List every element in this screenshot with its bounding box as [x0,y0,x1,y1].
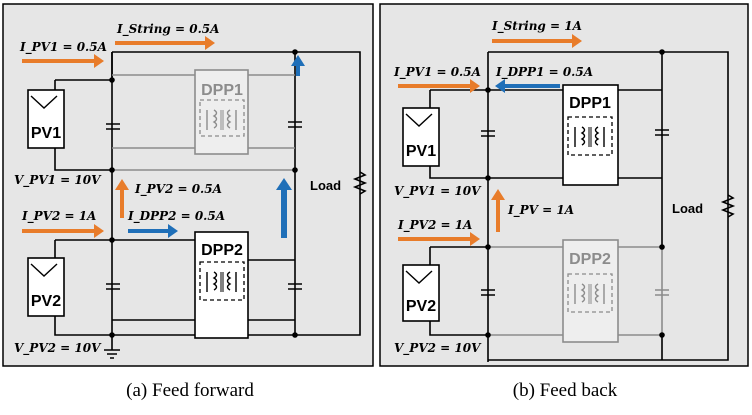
i-pv-label-b: I_PV = 1A [507,203,574,218]
panel-feed-back: PV1 PV2 DPP1 DPP2 Load [379,3,749,367]
dpp1-label: DPP1 [201,82,243,99]
i-dpp2-label: I_DPP2 = 0.5A [127,209,225,224]
i-pv1-label-b: I_PV1 = 0.5A [393,65,481,80]
i-pv-up-arrow-b [491,189,505,232]
i-pv2-label: I_PV2 = 1A [21,209,96,224]
dpp1-label-b: DPP1 [569,95,611,112]
i-string-label: I_String = 0.5A [116,22,219,37]
i-pv1-arrow [22,54,104,68]
i-pv2-label-b: I_PV2 = 1A [397,218,472,233]
i-pv2-up-arrow [115,179,129,218]
v-pv2-label-b: V_PV2 = 10V [394,341,482,356]
i-dpp1-label-b: I_DPP1 = 0.5A [495,65,593,80]
i-pv2-arrow [22,224,104,238]
v-pv1-label: V_PV1 = 10V [14,173,102,188]
i-dpp1-arrow-b [495,79,560,93]
i-pv1-label: I_PV1 = 0.5A [19,40,107,55]
i-pv2-dpp-label: I_PV2 = 0.5A [134,182,222,197]
pv2-label-b: PV2 [406,298,436,315]
i-dpp2-arrow [128,224,178,238]
panel-feed-forward: PV1 PV2 DPP1 DPP2 Load [2,3,374,367]
v-pv1-label-b: V_PV1 = 10V [394,184,482,199]
load-resistor [352,171,368,195]
i-pv1-arrow-b [398,79,480,93]
caption-feed-back: (b) Feed back [513,380,618,401]
dpp2-label: DPP2 [201,242,243,259]
dpp-up-arrow-top [291,55,305,76]
v-pv2-label: V_PV2 = 10V [14,341,102,356]
i-string-arrow [115,36,215,50]
pv2-label: PV2 [31,293,61,310]
pv1-label-b: PV1 [406,143,436,160]
i-string-arrow-b [492,34,582,48]
i-pv2-arrow-b [398,232,480,246]
dpp-up-arrow-right [276,178,292,238]
load-resistor-b [720,194,736,218]
pv1-label: PV1 [31,125,61,142]
i-string-label-b: I_String = 1A [491,19,582,34]
caption-feed-forward: (a) Feed forward [126,380,254,401]
dpp2-label-b: DPP2 [569,251,611,268]
load-label-b: Load [672,201,703,216]
load-label: Load [310,178,341,193]
